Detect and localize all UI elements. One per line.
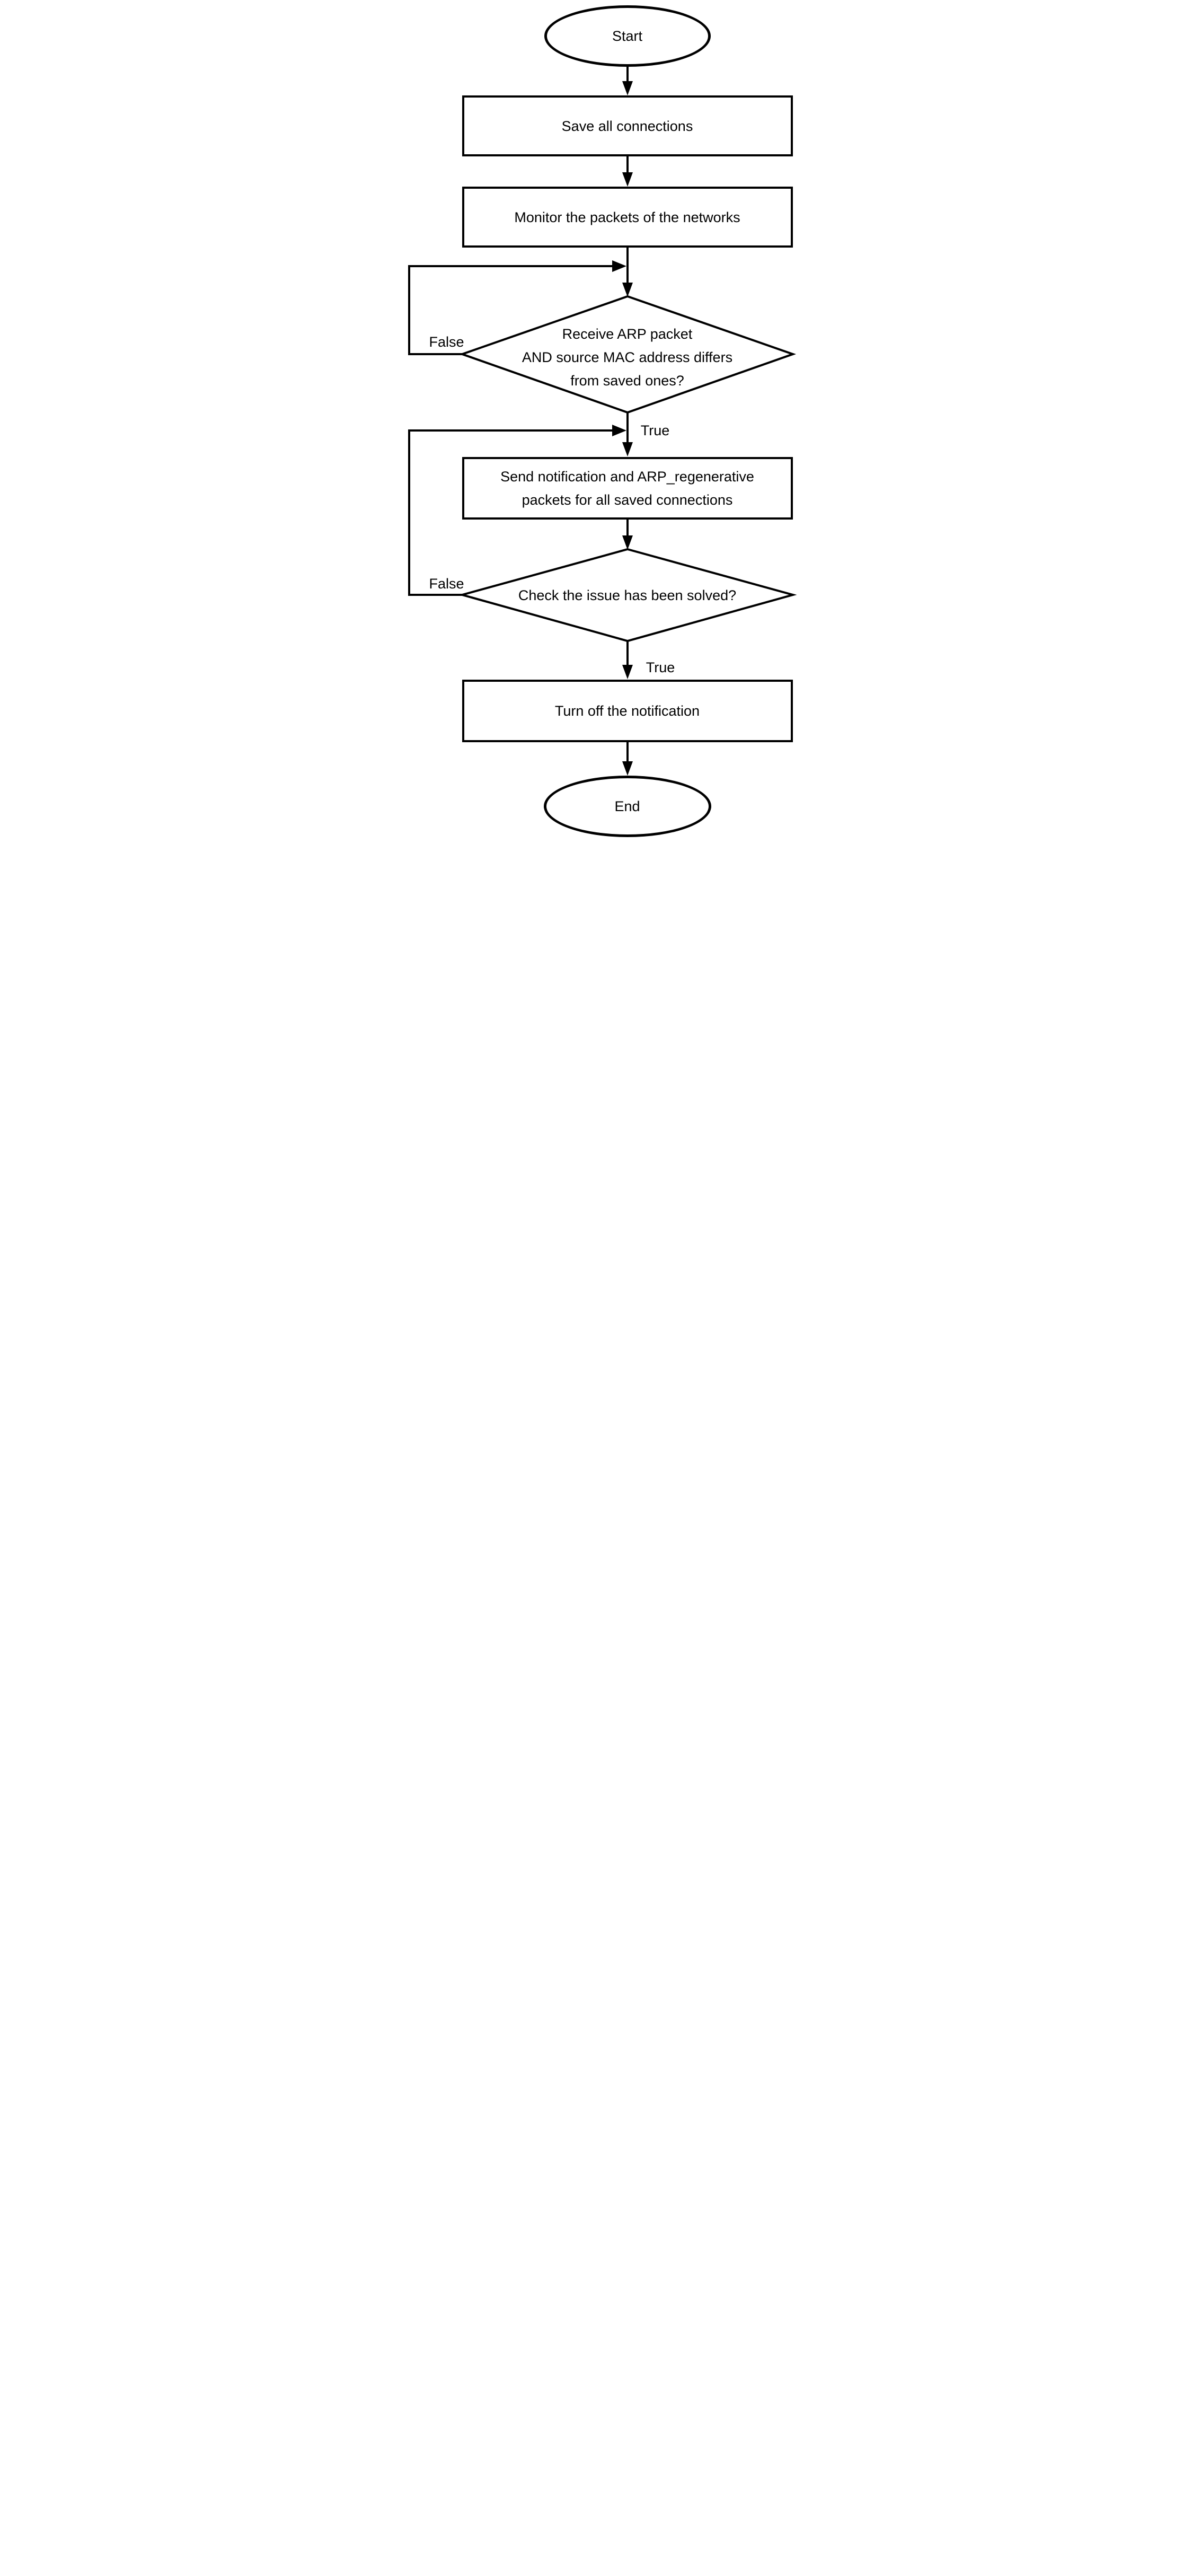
flowchart-connectors: [408, 66, 797, 776]
edge-label-arp-check-true: True: [640, 423, 670, 438]
process-send-notification-label: Send notification and ARP_regenerative p…: [500, 465, 754, 512]
decision-arp-check-label: Receive ARP packet AND source MAC addres…: [462, 322, 793, 392]
decision-issue-solved-label: Check the issue has been solved?: [518, 587, 737, 603]
terminator-start-label: Start: [612, 28, 643, 44]
process-turn-off-notification: Turn off the notification: [462, 680, 793, 742]
edge-label-issue-solved-false: False: [429, 576, 464, 592]
decision-arp-check-line-1: Receive ARP packet: [562, 326, 693, 342]
arrowhead-into-arp-check: [622, 283, 633, 297]
process-send-notification-line-2: packets for all saved connections: [522, 492, 733, 508]
arrowhead-issue-false-junction: [612, 425, 626, 436]
decision-arp-check-line-2: AND source MAC address differs: [522, 349, 733, 365]
process-send-notification-line-1: Send notification and ARP_regenerative: [500, 469, 754, 485]
decision-arp-check-line-3: from saved ones?: [570, 373, 684, 389]
arrowhead-into-turn-off: [622, 665, 633, 679]
arrowhead-into-save: [622, 81, 633, 95]
terminator-end: End: [543, 776, 711, 837]
edge-label-issue-solved-true: True: [646, 660, 675, 675]
process-send-notification: Send notification and ARP_regenerative p…: [462, 457, 793, 520]
process-save-connections: Save all connections: [462, 95, 793, 156]
arrowhead-into-monitor: [622, 172, 633, 187]
process-turn-off-notification-label: Turn off the notification: [554, 703, 700, 719]
arrowhead-into-end: [622, 761, 633, 776]
process-monitor-packets: Monitor the packets of the networks: [462, 187, 793, 248]
process-save-connections-label: Save all connections: [561, 118, 693, 134]
edge-issue-solved-false-loop: [408, 429, 614, 596]
arrowhead-into-issue-solved: [622, 535, 633, 550]
decision-arp-check-shape: [458, 295, 796, 414]
flowchart-canvas: Start Save all connections Monitor the p…: [400, 0, 801, 859]
edge-arp-check-false-loop: [408, 265, 614, 355]
arrowhead-into-send: [622, 442, 633, 456]
arrowhead-arp-false-junction: [612, 260, 626, 272]
terminator-start: Start: [544, 5, 711, 67]
terminator-end-label: End: [614, 798, 640, 814]
decision-issue-solved-shape: [458, 548, 797, 643]
process-monitor-packets-label: Monitor the packets of the networks: [514, 209, 740, 225]
edge-label-arp-check-false: False: [429, 334, 464, 350]
